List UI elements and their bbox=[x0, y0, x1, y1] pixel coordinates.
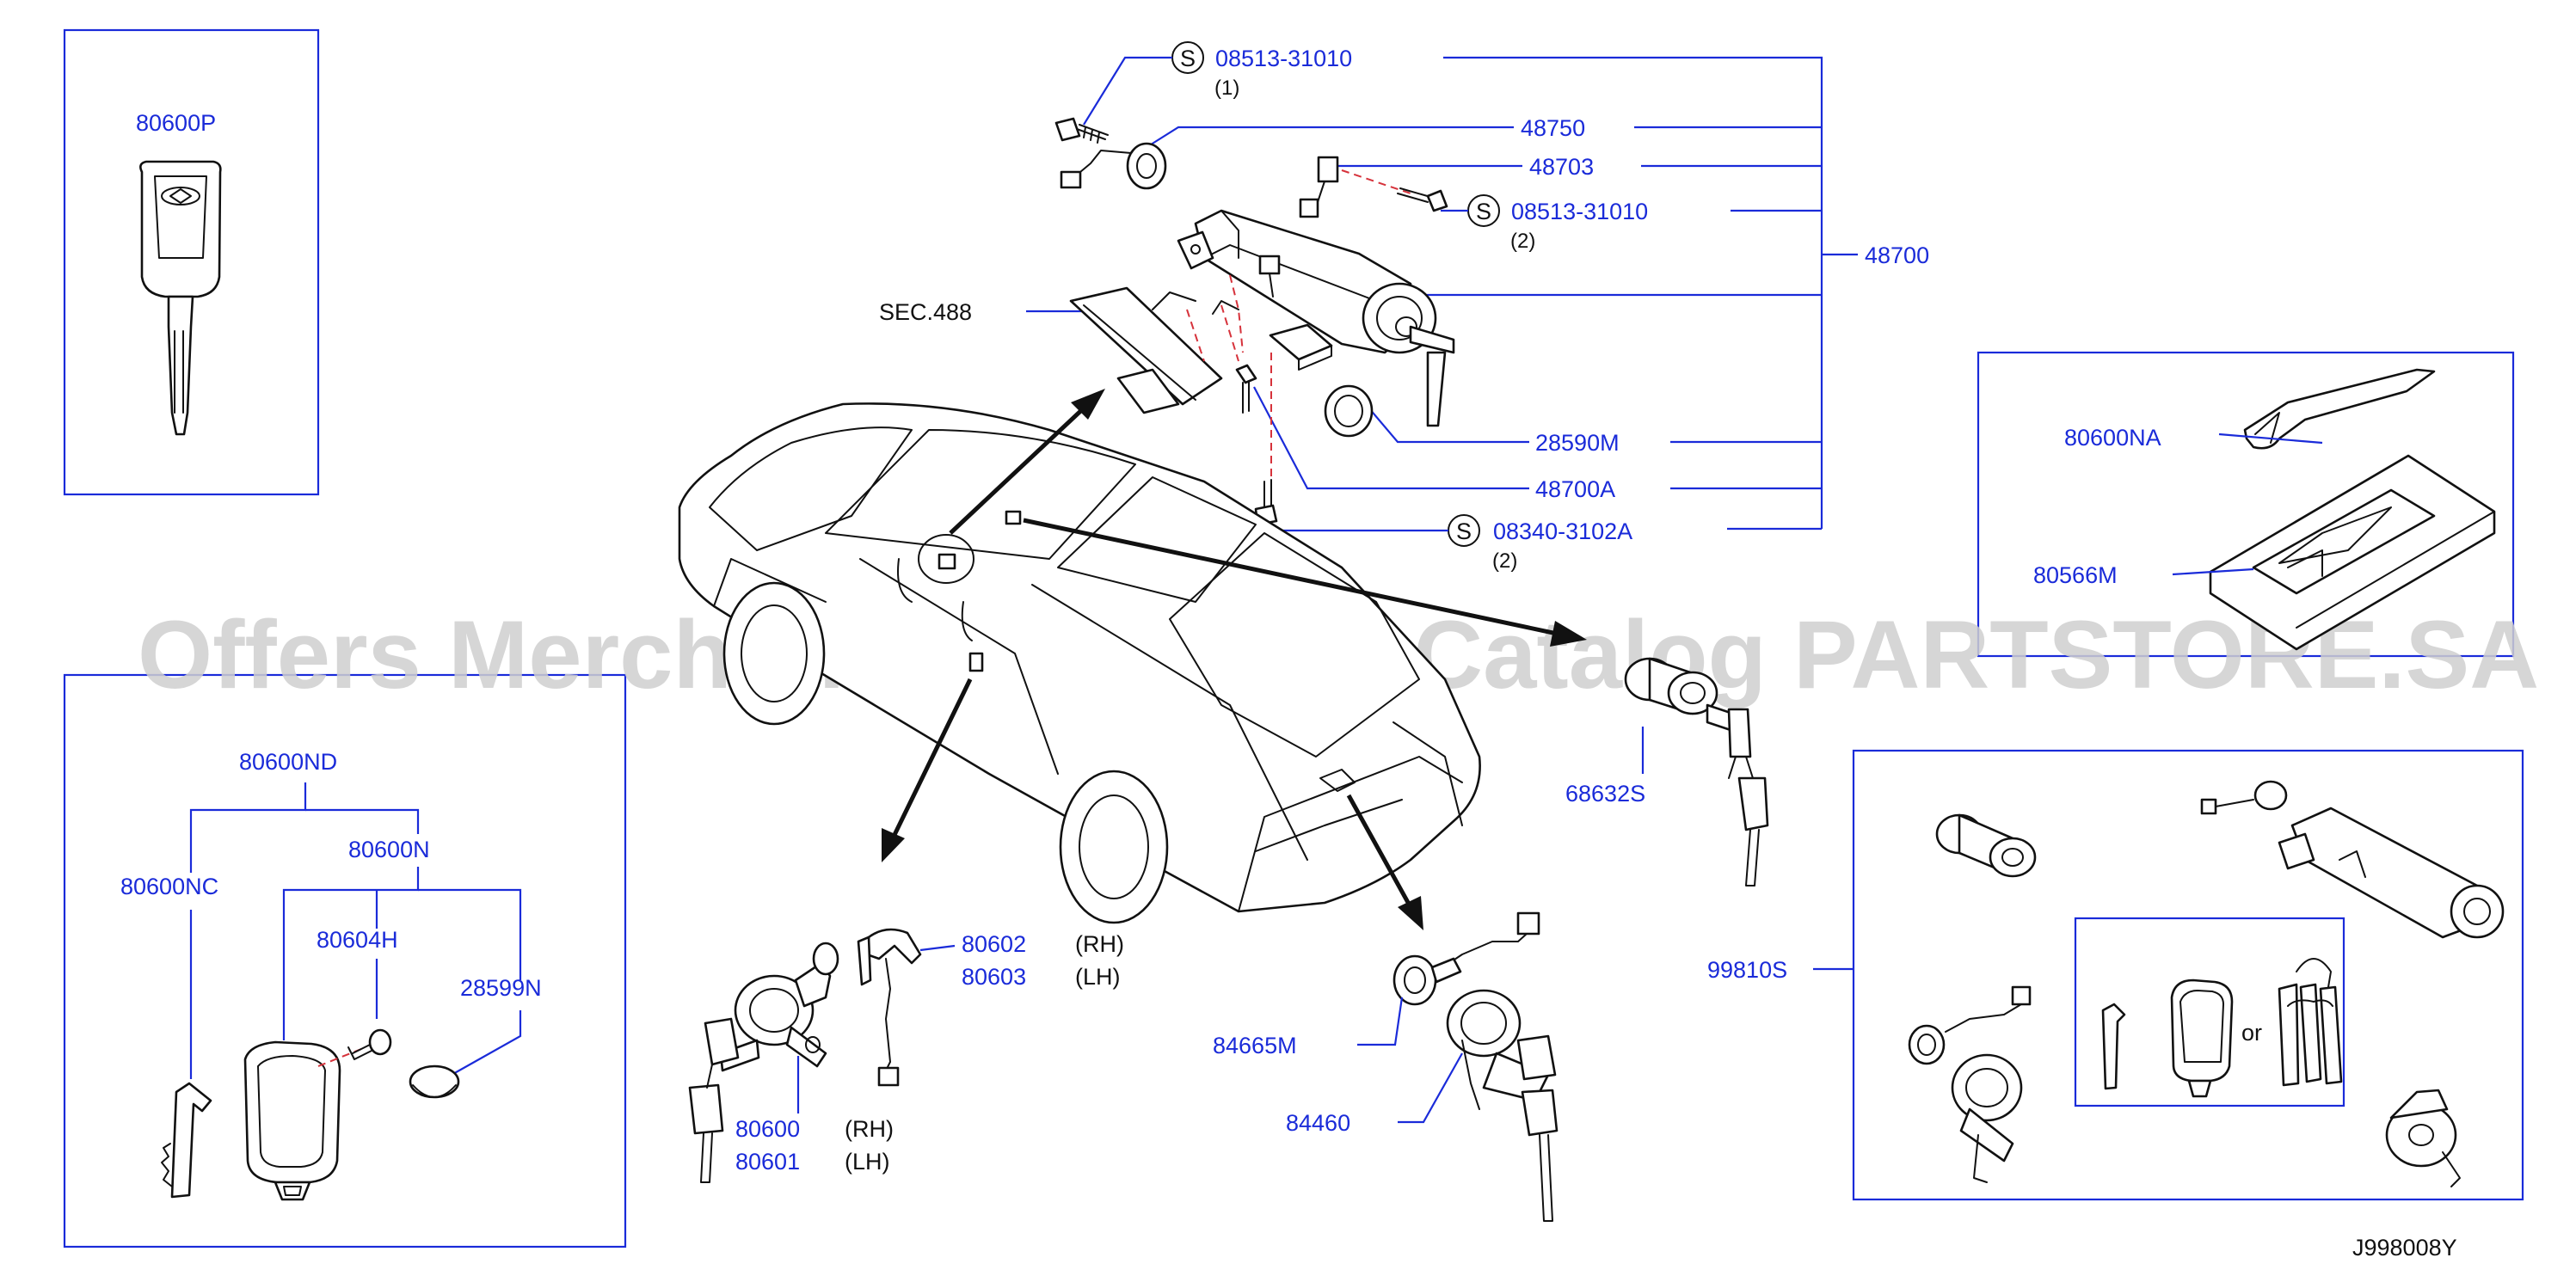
label-68632S: 68632S bbox=[1565, 781, 1645, 807]
label-80600NA: 80600NA bbox=[2064, 425, 2161, 451]
label-48703: 48703 bbox=[1529, 154, 1594, 180]
label-80600P: 80600P bbox=[136, 110, 216, 136]
label-80603: 80603 bbox=[962, 964, 1026, 990]
steering-lock-assembly bbox=[1054, 117, 1455, 526]
leader-84460 bbox=[1398, 1052, 1463, 1124]
key-set-tree-lines bbox=[189, 782, 522, 1079]
glove-lock-68632S-drawing bbox=[1624, 657, 1769, 886]
qty-2b: (2) bbox=[1492, 549, 1517, 573]
key-80600P-drawing bbox=[139, 160, 222, 436]
leader-80566M bbox=[2172, 567, 2254, 576]
key-options-drawing bbox=[2101, 958, 2343, 1098]
lock-set-drawing bbox=[1908, 780, 2505, 1187]
s-mark-3: S bbox=[1448, 514, 1480, 547]
key-options-box bbox=[2074, 917, 2345, 1107]
card-key-drawing bbox=[2209, 368, 2496, 651]
label-80600: 80600 bbox=[735, 1116, 800, 1142]
label-lh-2: (LH) bbox=[845, 1149, 890, 1175]
label-84460: 84460 bbox=[1286, 1110, 1350, 1136]
label-99810S: 99810S bbox=[1707, 957, 1787, 983]
svg-text:S: S bbox=[1456, 518, 1472, 544]
label-48700: 48700 bbox=[1865, 242, 1929, 268]
leader-80602 bbox=[919, 944, 956, 952]
label-sec-488: SEC.488 bbox=[879, 299, 972, 325]
label-80600ND: 80600ND bbox=[239, 749, 337, 775]
label-rh-2: (RH) bbox=[845, 1116, 894, 1142]
leader-80600NA bbox=[2218, 432, 2323, 445]
card-key-box bbox=[1977, 351, 2515, 658]
label-lh-1: (LH) bbox=[1075, 964, 1121, 990]
leader-84665M bbox=[1357, 997, 1404, 1046]
label-80600N: 80600N bbox=[348, 837, 430, 862]
car-body bbox=[678, 402, 1481, 924]
door-lock-drawing bbox=[688, 928, 922, 1183]
label-80601: 80601 bbox=[735, 1149, 800, 1175]
label-28599N: 28599N bbox=[460, 975, 542, 1001]
label-rh-1: (RH) bbox=[1075, 931, 1124, 957]
label-80604H: 80604H bbox=[317, 927, 398, 953]
label-08340-3102A: 08340-3102A bbox=[1493, 518, 1632, 544]
drawing-id: J998008Y bbox=[2352, 1235, 2457, 1261]
svg-text:S: S bbox=[1476, 199, 1491, 224]
key-set-drawing bbox=[161, 1028, 460, 1201]
s-mark-2: S bbox=[1467, 194, 1500, 227]
bracket-48700 bbox=[1393, 56, 1858, 531]
key-80600P-box bbox=[63, 28, 320, 496]
qty-2a: (2) bbox=[1510, 230, 1535, 253]
label-08513-31010-a: 08513-31010 bbox=[1215, 46, 1352, 71]
label-80602: 80602 bbox=[962, 931, 1026, 957]
label-08513-31010-b: 08513-31010 bbox=[1511, 199, 1648, 224]
label-28590M: 28590M bbox=[1535, 430, 1620, 456]
label-48750: 48750 bbox=[1521, 115, 1585, 141]
s-mark-1: S bbox=[1171, 41, 1204, 74]
label-80600NC: 80600NC bbox=[120, 874, 218, 899]
key-set-box bbox=[63, 673, 627, 1248]
pointer-arrows bbox=[882, 389, 1587, 930]
label-or: or bbox=[2241, 1020, 2262, 1046]
label-84665M: 84665M bbox=[1213, 1033, 1297, 1058]
label-80566M: 80566M bbox=[2033, 562, 2118, 588]
label-48700A: 48700A bbox=[1535, 476, 1615, 502]
lock-set-box bbox=[1852, 749, 2524, 1201]
trunk-lock-drawing bbox=[1393, 911, 1559, 1222]
qty-1: (1) bbox=[1214, 77, 1239, 100]
svg-text:S: S bbox=[1180, 46, 1196, 71]
